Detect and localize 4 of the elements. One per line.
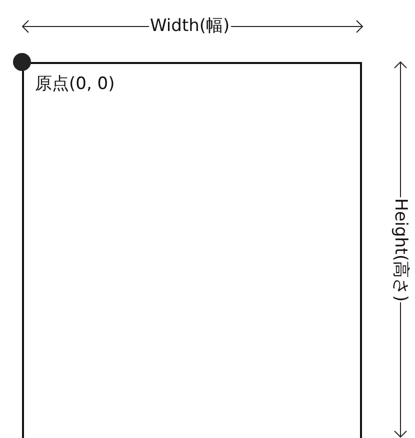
screen-frame bbox=[22, 62, 362, 438]
origin-label: 原点(0, 0) bbox=[34, 74, 116, 94]
height-label: Height(高さ) bbox=[390, 197, 410, 303]
width-label: Width(幅) bbox=[149, 16, 231, 36]
